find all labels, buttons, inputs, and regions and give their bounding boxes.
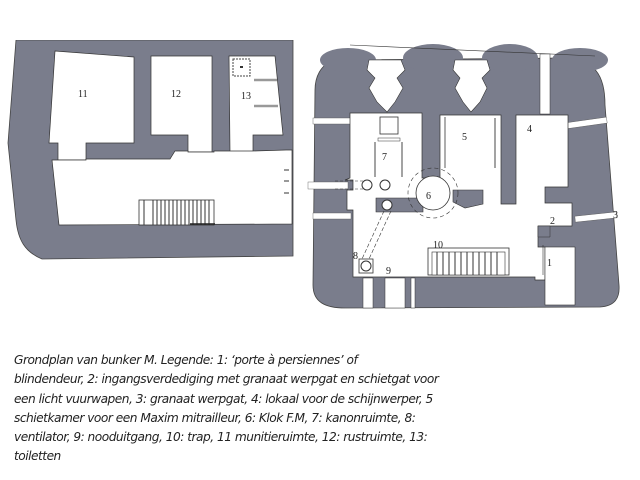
staircase xyxy=(138,199,215,226)
room-label-9: 9 xyxy=(386,266,391,277)
klok-fm-cupola xyxy=(415,175,451,211)
room-label-4: 4 xyxy=(527,124,532,135)
main-corridor xyxy=(51,149,293,226)
room-label-13: 13 xyxy=(241,91,251,102)
caption-line: toiletten xyxy=(14,449,61,464)
embrasure-left xyxy=(366,59,406,113)
room-label-3: 3 xyxy=(613,210,618,221)
room-label-10: 10 xyxy=(433,240,443,251)
embrasure-center xyxy=(452,59,491,113)
caption-line: blindendeur, 2: ingangsverdediging met g… xyxy=(14,372,439,387)
caption-line: Grondplan van bunker M. Legende: 1: ‘por… xyxy=(14,353,358,367)
figure-caption: Grondplan van bunker M. Legende: 1: ‘por… xyxy=(14,351,534,467)
floor-plan-right-svg: 1 2 3 4 5 6 7 8 9 10 xyxy=(307,44,620,309)
floor-plan-front-section: 1 2 3 4 5 6 7 8 9 10 xyxy=(305,30,640,330)
caption-line: een licht vuurwapen, 3: granaat werpgat,… xyxy=(14,391,433,406)
caption-line: ventilator, 9: nooduitgang, 10: trap, 11… xyxy=(14,430,428,445)
staircase-10 xyxy=(427,247,510,276)
floor-plan-rear-section: 11 12 13 xyxy=(0,39,310,320)
room-label-6: 6 xyxy=(426,191,431,202)
room-label-12: 12 xyxy=(171,89,181,100)
room-label-8: 8 xyxy=(353,251,358,262)
room-label-2: 2 xyxy=(550,216,555,227)
toilet-fixture xyxy=(232,58,251,77)
room-label-5: 5 xyxy=(462,132,467,143)
cupola-outer-dashed xyxy=(407,167,459,219)
room-label-11: 11 xyxy=(78,89,88,100)
room-label-1: 1 xyxy=(547,258,552,269)
room-label-7: 7 xyxy=(382,152,387,163)
caption-line: schietkamer voor een Maxim mitrailleur, … xyxy=(14,410,416,425)
floor-plan-left-svg: 11 12 13 xyxy=(7,39,294,260)
